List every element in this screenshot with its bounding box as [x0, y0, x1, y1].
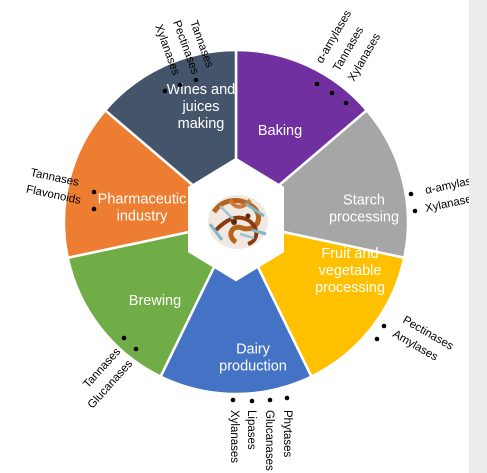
- segment-label-fruit: vegetable: [319, 263, 382, 279]
- enzyme-dot-brewing: [121, 335, 127, 341]
- segment-label-pharma: Pharmaceutic: [98, 192, 187, 208]
- enzyme-dot-fruit: [374, 336, 380, 342]
- enzyme-label-dairy: Phytases: [281, 410, 293, 458]
- enzyme-dot-fruit: [381, 323, 387, 329]
- enzyme-dot-wines: [162, 88, 168, 94]
- enzyme-label-dairy: Glucanases: [263, 410, 275, 471]
- segment-label-dairy: production: [219, 359, 287, 375]
- enzyme-dot-dairy: [230, 397, 236, 403]
- segment-label-pharma: industry: [117, 209, 169, 225]
- segment-label-starch: Starch: [343, 193, 385, 209]
- segment-label-fruit: processing: [315, 280, 385, 296]
- enzyme-dot-starch: [408, 191, 414, 197]
- segment-label-fruit: Fruit and: [321, 246, 378, 262]
- right-edge-strip: [469, 0, 487, 473]
- segment-label-wines: making: [178, 116, 225, 132]
- enzyme-label-starch: α-amylases: [424, 173, 469, 197]
- segment-label-dairy: Dairy: [236, 342, 271, 358]
- enzyme-dot-pharma: [91, 206, 97, 212]
- enzyme-dot-dairy: [249, 398, 255, 404]
- enzyme-dot-brewing: [133, 346, 139, 352]
- enzyme-label-dairy: Lipases: [245, 410, 257, 450]
- segment-label-brewing: Brewing: [129, 293, 181, 309]
- segment-label-starch: processing: [329, 210, 399, 226]
- enzyme-dot-baking: [329, 90, 335, 96]
- enzyme-dot-wines: [177, 82, 183, 88]
- enzyme-label-dairy: Xylanases: [228, 410, 240, 463]
- enzyme-dot-dairy: [284, 395, 290, 401]
- segment-label-wines: Wines and: [167, 82, 236, 98]
- enzyme-dot-baking: [314, 81, 320, 87]
- enzyme-dot-baking: [343, 100, 349, 106]
- enzyme-dot-dairy: [267, 397, 273, 403]
- enzyme-structure-icon: [208, 195, 268, 249]
- segment-label-wines: juices: [181, 99, 219, 115]
- enzyme-dot-wines: [193, 77, 199, 83]
- segment-label-baking: Baking: [258, 123, 302, 139]
- enzyme-dot-pharma: [91, 189, 97, 195]
- enzyme-dot-starch: [412, 208, 418, 214]
